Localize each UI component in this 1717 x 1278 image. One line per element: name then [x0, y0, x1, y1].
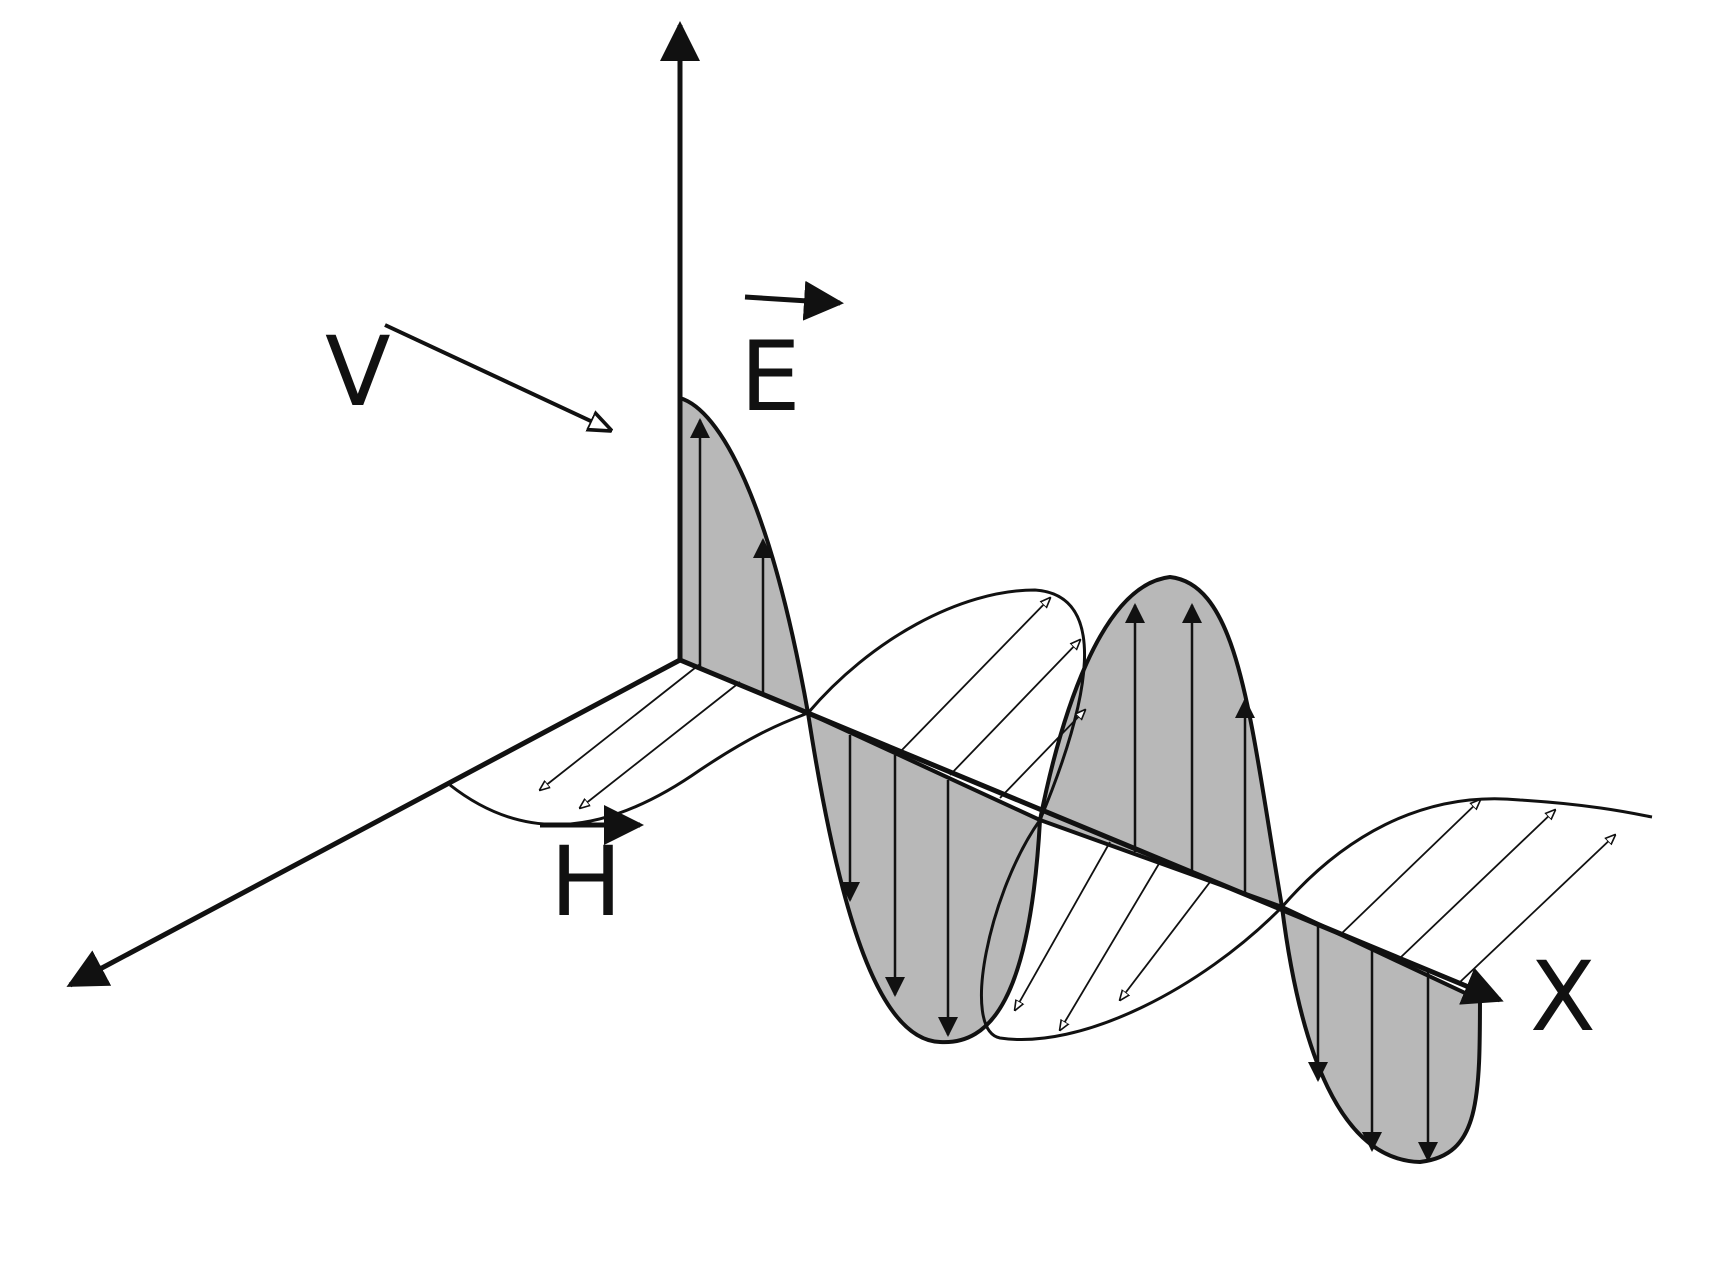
h-lobe-1: [449, 711, 809, 826]
h-arrow: [1459, 835, 1615, 983]
e-lobe-2: [805, 709, 1043, 1045]
h-arrow: [999, 710, 1085, 799]
e-lobe-3: [1037, 574, 1285, 911]
electric-field-wave: [678, 395, 1482, 1165]
h-arrow: [899, 598, 1050, 753]
h-lobe-3: [980, 819, 1284, 1041]
h-arrow: [1399, 810, 1555, 959]
e-lobe-1: [678, 395, 811, 717]
x-axis: [679, 657, 1504, 1005]
e-vector-bar: [744, 280, 844, 321]
magnetic-field-label: H: [550, 826, 622, 938]
x-axis-label: X: [1530, 941, 1596, 1053]
magnetic-field-arrows: [540, 598, 1615, 1030]
h-arrow: [1015, 841, 1111, 1010]
e-lobe-4: [1279, 903, 1482, 1165]
h-lobe-4: [1280, 797, 1653, 908]
h-arrow: [1120, 881, 1211, 1000]
electric-field-label: E: [740, 321, 801, 433]
axes: [66, 21, 1504, 1005]
velocity-label: V: [325, 316, 391, 428]
h-arrow: [1339, 800, 1480, 936]
electric-field-arrows: [690, 418, 1438, 1162]
h-arrow: [580, 681, 741, 808]
h-arrow: [1060, 861, 1161, 1030]
h-arrow: [540, 663, 701, 790]
depth-axis: [66, 657, 682, 988]
h-arrow: [949, 640, 1080, 776]
velocity-arrow: [384, 323, 610, 430]
